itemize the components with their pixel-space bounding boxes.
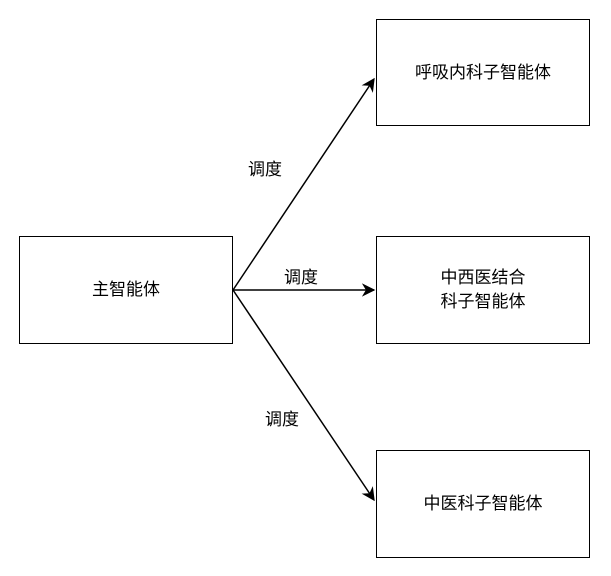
edge-arrow-tcm bbox=[232, 289, 375, 502]
edge-label-respiratory: 调度 bbox=[248, 160, 282, 180]
node-respiratory-agent-label: 呼吸内科子智能体 bbox=[415, 62, 551, 83]
node-tcm-agent-label: 中医科子智能体 bbox=[423, 494, 543, 514]
node-main-agent-label: 主智能体 bbox=[92, 280, 160, 300]
node-integrated-agent-line2: 科子智能体 bbox=[440, 292, 526, 312]
node-integrated-agent-line1: 中西医结合 bbox=[440, 268, 526, 288]
edge-arrow-respiratory bbox=[232, 77, 375, 291]
edge-label-integrated: 调度 bbox=[284, 268, 318, 288]
node-main-agent: 主智能体 bbox=[19, 236, 233, 344]
node-respiratory-agent: 呼吸内科子智能体 bbox=[376, 19, 590, 126]
node-tcm-agent: 中医科子智能体 bbox=[376, 450, 590, 558]
edge-label-tcm: 调度 bbox=[265, 410, 299, 430]
node-integrated-agent: 中西医结合 科子智能体 bbox=[376, 236, 590, 344]
